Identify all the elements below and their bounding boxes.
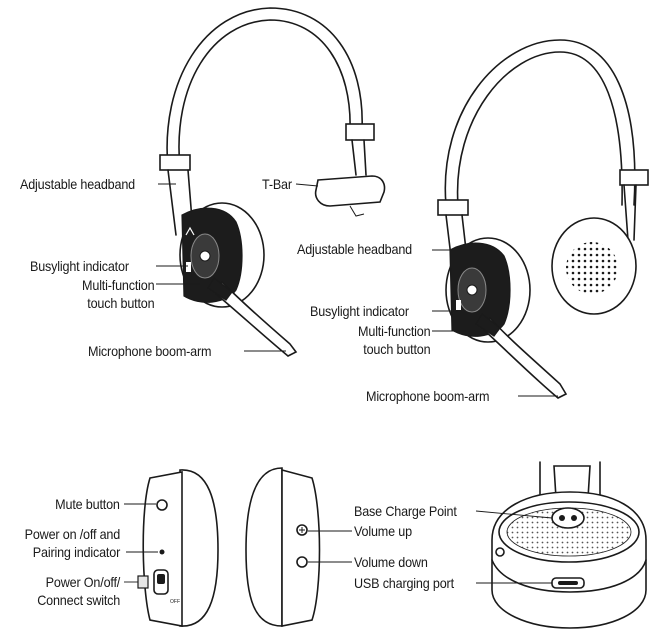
base-rim bbox=[491, 559, 647, 593]
pairing-led bbox=[159, 549, 165, 555]
mic-boom-pivot bbox=[207, 277, 233, 301]
arm-left-a bbox=[167, 169, 177, 236]
power-switch-knob bbox=[157, 574, 165, 584]
busylight bbox=[186, 262, 191, 272]
charge-pin-b bbox=[571, 515, 577, 521]
label-multifunction-left: Multi-function touch button bbox=[81, 276, 155, 312]
charge-point-shape bbox=[551, 507, 585, 529]
label-mic-boom-right: Microphone boom-arm bbox=[366, 388, 490, 404]
headband-slider-right bbox=[345, 123, 375, 141]
label-busylight-right: Busylight indicator bbox=[310, 303, 409, 319]
arm2-right bbox=[623, 184, 629, 241]
touch-center-2 bbox=[466, 284, 478, 296]
label-power-pairing: Power on /off and Pairing indicator bbox=[24, 525, 121, 561]
label-power-switch-line2: Connect switch bbox=[37, 592, 120, 608]
switch-notch bbox=[137, 575, 149, 589]
logo-mark bbox=[185, 226, 195, 236]
label-mute-button: Mute button bbox=[55, 496, 120, 512]
label-mic-boom-left: Microphone boom-arm bbox=[88, 343, 212, 359]
charge-pin-a bbox=[559, 515, 565, 521]
headband2-slider-right bbox=[619, 169, 649, 186]
leader-lines bbox=[124, 183, 558, 584]
arm2-right-b bbox=[633, 184, 637, 241]
earcup-side-left bbox=[137, 469, 219, 627]
headband-inner bbox=[178, 19, 351, 169]
headset-mono-tbar bbox=[159, 7, 386, 357]
headband2-slider-left bbox=[437, 199, 469, 216]
label-usb-port: USB charging port bbox=[354, 575, 454, 591]
headband-outer bbox=[166, 7, 363, 169]
mic-boom-2-pivot bbox=[475, 313, 501, 337]
label-multifunction-left-line2: touch button bbox=[86, 295, 154, 311]
side-housing-right bbox=[281, 468, 321, 627]
side-button bbox=[495, 547, 505, 557]
side-cushion-right bbox=[245, 467, 283, 627]
label-power-pairing-line1: Power on /off and bbox=[24, 526, 121, 542]
plus-icon bbox=[299, 527, 305, 533]
label-adjustable-headband-left: Adjustable headband bbox=[20, 176, 135, 192]
speaker-mesh bbox=[566, 242, 618, 294]
switch-off-text: OFF bbox=[170, 599, 180, 605]
charging-base bbox=[491, 461, 647, 629]
label-t-bar: T-Bar bbox=[262, 176, 292, 192]
vol-down-shape bbox=[296, 556, 308, 568]
busylight-2 bbox=[456, 300, 461, 310]
label-power-switch-line1: Power On/off/ bbox=[45, 574, 121, 590]
label-busylight-left: Busylight indicator bbox=[30, 258, 129, 274]
label-volume-up: Volume up bbox=[354, 523, 412, 539]
headband2-outer bbox=[444, 39, 636, 206]
label-multifunction-right-line2: touch button bbox=[362, 341, 430, 357]
side-cushion-left bbox=[179, 469, 219, 627]
label-multifunction-left-line1: Multi-function bbox=[81, 277, 155, 293]
label-power-pairing-line2: Pairing indicator bbox=[32, 544, 121, 560]
label-power-switch: Power On/off/ Connect switch bbox=[37, 573, 120, 609]
tbar-hinge bbox=[349, 205, 365, 217]
earcup-side-right bbox=[245, 467, 321, 627]
headband-slider-left bbox=[159, 154, 191, 171]
label-base-charge-point: Base Charge Point bbox=[354, 503, 457, 519]
tbar-arm-2 bbox=[363, 139, 367, 176]
side-housing-left bbox=[142, 471, 183, 627]
touch-center bbox=[199, 250, 211, 262]
tbar-arm bbox=[351, 139, 357, 176]
label-volume-down: Volume down bbox=[354, 554, 428, 570]
headband2-inner bbox=[456, 51, 623, 206]
label-multifunction-right-line1: Multi-function bbox=[357, 323, 431, 339]
headset-stereo bbox=[437, 39, 649, 399]
tbar-pad bbox=[314, 175, 386, 207]
usb-port-slot bbox=[558, 581, 578, 585]
mic-boom bbox=[215, 280, 298, 357]
mute-button-shape bbox=[156, 499, 168, 511]
mic-boom-2 bbox=[483, 316, 568, 399]
label-multifunction-right: Multi-function touch button bbox=[357, 322, 431, 358]
label-adjustable-headband-right: Adjustable headband bbox=[297, 241, 412, 257]
